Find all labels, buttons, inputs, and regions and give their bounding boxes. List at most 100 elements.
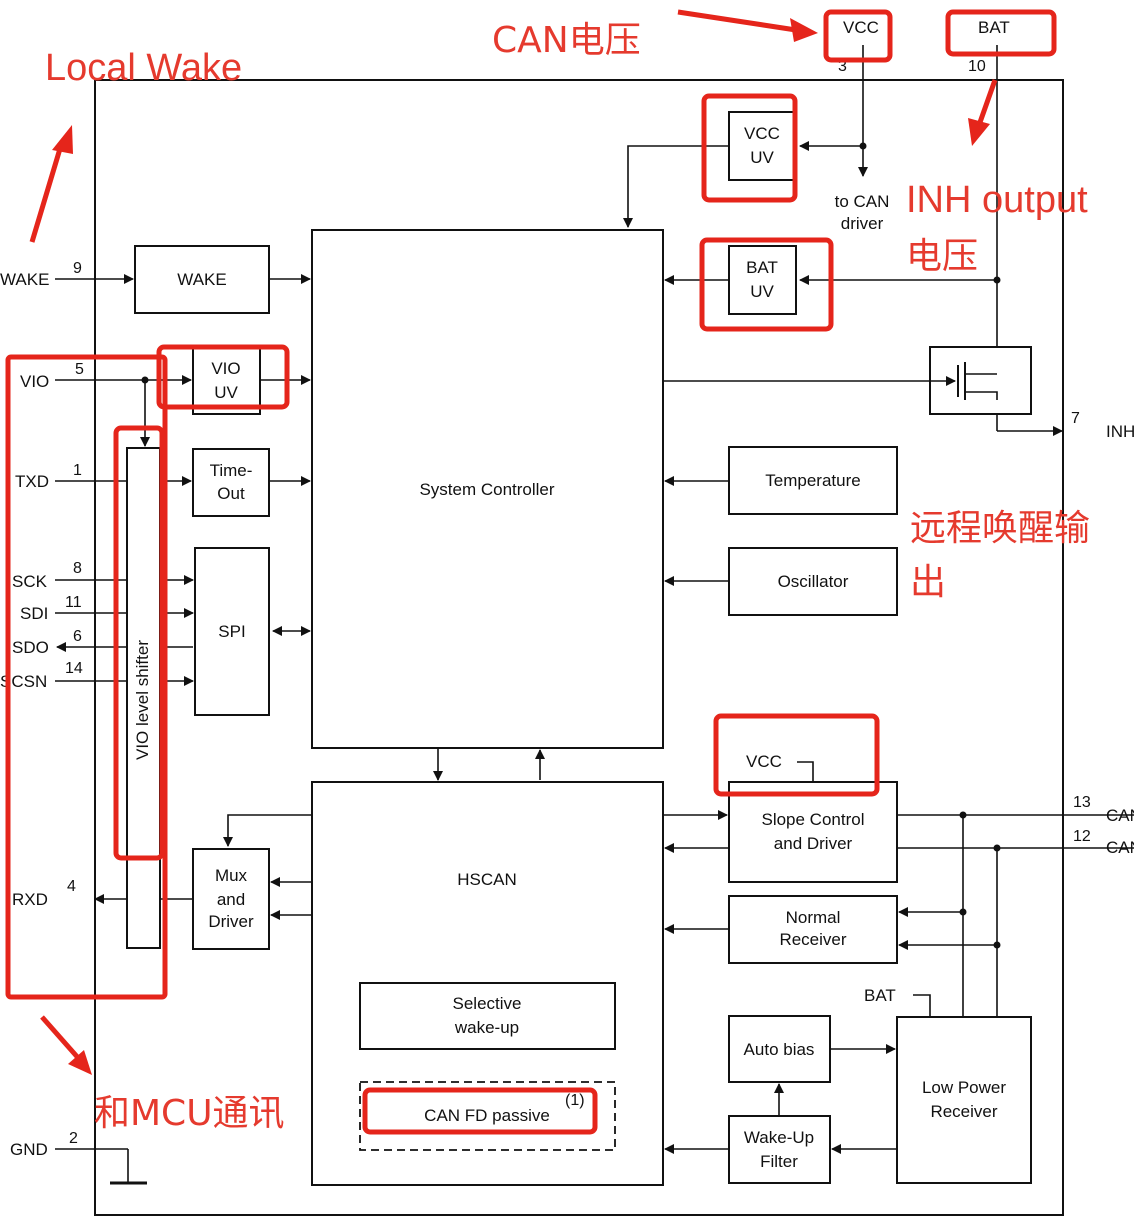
svg-text:SDI: SDI [20,604,48,623]
svg-text:Mux: Mux [215,866,248,885]
wakeup-filter-block: Wake-Up Filter [664,1083,897,1184]
annotation-labels: Local Wake CAN电压 INH output 电压 远程唤醒输 出 和… [45,20,1090,1134]
svg-text:13: 13 [1073,794,1091,811]
pin-sdi: SDI 11 [20,594,194,623]
svg-text:6: 6 [73,628,82,645]
pin-bat: BAT 10 [799,18,1010,374]
svg-text:SCK: SCK [12,572,48,591]
pin-sdo: SDO 6 [12,628,193,657]
to-can-driver-label: to CAN driver [835,192,890,233]
svg-text:driver: driver [841,214,884,233]
pin-canh: CANH 13 [897,794,1134,825]
annotation-can-voltage: CAN电压 [492,20,641,61]
pin-scsn: SCSN 14 [0,660,194,691]
svg-text:(1): (1) [565,1092,585,1109]
pin-txd: TXD 1 [15,462,192,491]
annotation-remote-wake-1: 远程唤醒输 [910,508,1090,549]
wake-block: WAKE [134,245,311,314]
svg-text:BAT: BAT [864,986,896,1005]
svg-text:Wake-Up: Wake-Up [744,1128,814,1147]
can-fd-passive-block: CAN FD passive (1) [359,1081,616,1151]
annotation-mcu-comm: 和MCU通讯 [94,1093,285,1134]
svg-text:VCC: VCC [746,752,782,771]
svg-text:SDO: SDO [12,638,49,657]
pin-vcc: VCC 3 [799,18,879,177]
svg-text:10: 10 [968,58,986,75]
pin-vio: VIO 5 [20,361,192,447]
svg-text:12: 12 [1073,828,1091,845]
svg-text:HSCAN: HSCAN [457,870,517,889]
svg-text:VCC: VCC [843,18,879,37]
slope-control-block: Slope Control and Driver [663,781,898,883]
svg-text:TXD: TXD [15,472,49,491]
highlight-boxes [5,9,1057,1135]
oscillator-block: Oscillator [664,547,898,616]
svg-text:VIO level shifter: VIO level shifter [133,640,152,760]
svg-text:4: 4 [67,878,76,895]
annotation-local-wake: Local Wake [45,47,242,89]
svg-text:Driver: Driver [208,912,254,931]
svg-text:WAKE: WAKE [0,270,49,289]
bat-uv-block: BAT UV [664,245,797,315]
svg-text:3: 3 [838,58,847,75]
svg-text:Temperature: Temperature [765,471,860,490]
low-power-receiver-block: Low Power Receiver [896,1016,1032,1184]
svg-text:VCC: VCC [744,124,780,143]
svg-text:UV: UV [750,148,774,167]
spi-block: SPI [194,547,311,716]
annotation-inh-output: INH output [906,179,1088,221]
pin-canl: CANL 12 [897,828,1134,857]
bat-label: BAT [864,986,931,1017]
svg-text:Oscillator: Oscillator [778,572,849,591]
svg-text:Low Power: Low Power [922,1078,1006,1097]
svg-text:Normal: Normal [786,908,841,927]
svg-text:Slope Control: Slope Control [761,810,864,829]
svg-text:SPI: SPI [218,622,245,641]
svg-text:9: 9 [73,260,82,277]
annotation-arrows [29,9,998,1075]
svg-text:RXD: RXD [12,890,48,909]
svg-text:and: and [217,890,245,909]
svg-text:2: 2 [69,1130,78,1147]
svg-text:UV: UV [750,282,774,301]
annotation-remote-wake-2: 出 [910,562,946,603]
svg-text:Filter: Filter [760,1152,798,1171]
temperature-block: Temperature [664,446,898,515]
svg-text:VIO: VIO [20,372,49,391]
svg-text:BAT: BAT [978,18,1010,37]
svg-text:wake-up: wake-up [454,1018,519,1037]
svg-text:Out: Out [217,484,245,503]
svg-text:Auto bias: Auto bias [744,1040,815,1059]
selective-wakeup-block: Selective wake-up [359,982,616,1050]
svg-text:5: 5 [75,361,84,378]
system-controller-block: System Controller [311,229,664,749]
svg-text:Selective: Selective [453,994,522,1013]
svg-text:14: 14 [65,660,83,677]
svg-text:to CAN: to CAN [835,192,890,211]
svg-text:GND: GND [10,1140,48,1159]
mux-block: Mux and Driver [192,814,312,950]
level-shifter-block: VIO level shifter [126,447,161,949]
svg-text:11: 11 [65,594,82,611]
svg-text:INH: INH [1106,422,1134,441]
vcc-label: VCC [746,752,814,782]
svg-text:Time-: Time- [210,461,253,480]
svg-text:8: 8 [73,560,82,577]
pin-wake: WAKE 9 [0,260,134,289]
svg-text:WAKE: WAKE [177,270,226,289]
svg-text:1: 1 [73,462,82,479]
svg-text:7: 7 [1071,410,1080,427]
vcc-uv-block: VCC UV [623,111,797,228]
bus-lines [962,815,998,1017]
svg-text:SCSN: SCSN [0,672,47,691]
pin-gnd: GND 2 [10,1130,147,1185]
svg-text:VIO: VIO [211,359,240,378]
time-out-block: Time- Out [192,448,311,517]
svg-text:System Controller: System Controller [419,480,554,499]
controller-hscan-links [433,748,545,781]
pin-sck: SCK 8 [12,560,194,591]
normal-receiver-block: Normal Receiver [664,895,1001,964]
svg-text:CAN FD passive: CAN FD passive [424,1106,550,1125]
vio-uv-block: VIO UV [192,346,311,415]
